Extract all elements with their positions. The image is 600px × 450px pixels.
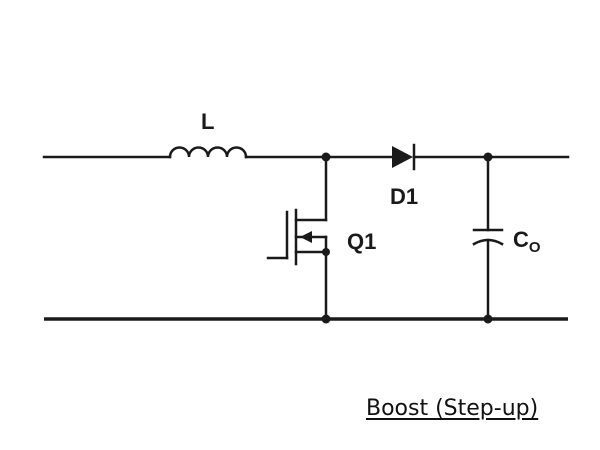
capacitor-label-subscript: O [529, 239, 541, 256]
capacitor-symbol [472, 155, 504, 321]
diagram-caption: Boost (Step-up) [366, 396, 539, 421]
diode-symbol [392, 143, 416, 171]
junction-switch-bottom [321, 314, 331, 324]
mosfet-symbol [266, 155, 330, 321]
inductor-symbol [168, 146, 248, 159]
diode-label: D1 [390, 184, 418, 209]
capacitor-label-main: C [513, 227, 529, 252]
junction-cap-bottom [483, 314, 493, 324]
inductor-label: L [201, 109, 214, 134]
junction-switch-top [321, 152, 331, 162]
capacitor-label: CO [513, 227, 541, 256]
switch-label: Q1 [347, 229, 376, 254]
junction-cap-top [483, 152, 493, 162]
